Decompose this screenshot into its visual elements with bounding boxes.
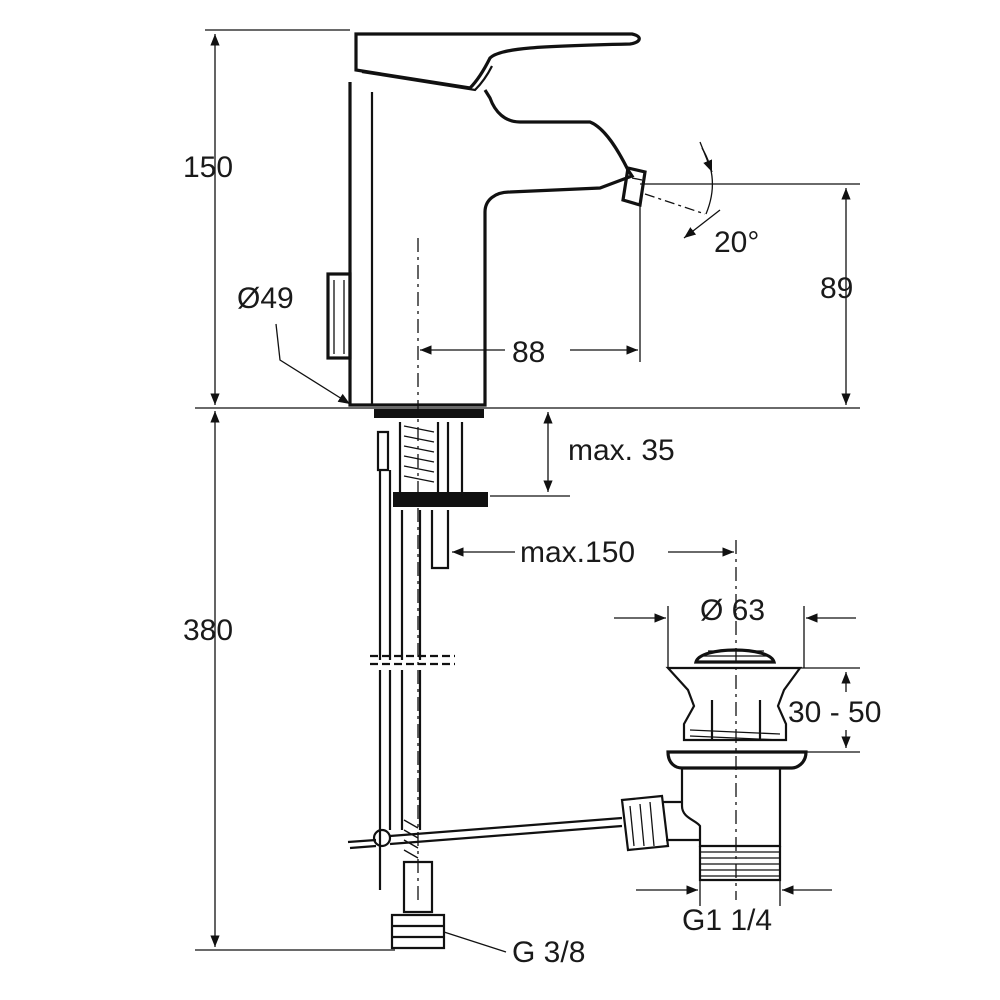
waste-lock-nut — [666, 750, 808, 770]
spout-aerator — [621, 166, 647, 208]
faucet-body — [326, 32, 647, 418]
faucet-column — [348, 82, 635, 407]
pop-up-waste — [620, 540, 808, 900]
waste-side-connector — [620, 794, 670, 852]
label-waste-range: 30 - 50 — [788, 696, 881, 729]
dimension-lines — [195, 29, 860, 953]
pop-up-knob — [326, 272, 352, 360]
threaded-stud — [398, 422, 440, 492]
waste-plug — [693, 648, 777, 664]
label-spout-angle: 20° — [714, 226, 759, 259]
waste-flange — [665, 666, 803, 742]
label-body-diameter: Ø49 — [237, 282, 294, 315]
label-inlet-thread: G 3/8 — [512, 936, 585, 969]
pop-up-rod — [376, 430, 390, 472]
label-spout-reach: 88 — [512, 336, 545, 369]
label-waste-diameter: Ø 63 — [700, 594, 765, 627]
fixing-nut — [393, 492, 488, 507]
inlet-connector — [402, 860, 434, 914]
linkage-rod — [347, 816, 623, 850]
base-plate — [374, 409, 484, 418]
label-waste-thread: G1 1/4 — [682, 904, 772, 937]
under-counter-assembly — [347, 422, 623, 950]
dimension-labels: 150 380 Ø49 88 89 20° max. 35 max.150 Ø … — [183, 151, 881, 969]
label-height-upper: 150 — [183, 151, 233, 184]
linkage-clip — [372, 828, 392, 848]
waste-thread — [698, 846, 782, 882]
flexible-hose — [400, 510, 422, 660]
label-height-lower: 380 — [183, 614, 233, 647]
label-max-thickness: max. 35 — [568, 434, 675, 467]
label-max-hose: max.150 — [520, 536, 635, 569]
label-spout-height: 89 — [820, 272, 853, 305]
faucet-lever — [354, 32, 641, 90]
